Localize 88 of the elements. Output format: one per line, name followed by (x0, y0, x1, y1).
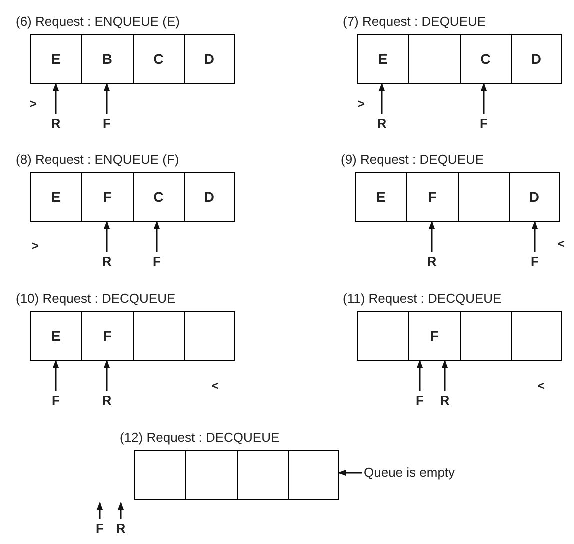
pointer-label: R (116, 521, 126, 535)
cell-letter: F (428, 188, 437, 206)
arrow (417, 360, 423, 391)
cell-letter: C (480, 50, 491, 68)
cell-letter: B (102, 50, 112, 68)
queue-cell (508, 172, 560, 222)
queue-cell (460, 34, 511, 84)
pointer-label: F (415, 393, 425, 407)
request-heading: (6) Request : ENQUEUE (E) (16, 13, 180, 31)
queue-cell (132, 311, 184, 361)
arrow (442, 360, 448, 391)
pointer-label: F (95, 521, 105, 535)
cell-letter: D (529, 188, 540, 206)
pointer-label: F (51, 393, 61, 407)
arrow (481, 83, 487, 114)
pointer-label: F (479, 116, 489, 130)
queue-cell (81, 311, 132, 361)
queue-cell (357, 34, 408, 84)
arrow (429, 221, 435, 252)
cell-letter: C (154, 188, 164, 206)
cell-letter: D (204, 50, 214, 68)
cell-letter: D (204, 188, 214, 206)
arrow (104, 83, 110, 114)
request-heading: (10) Request : DECQUEUE (16, 290, 176, 308)
queue-cell (185, 450, 236, 500)
cell-letter: E (51, 50, 61, 68)
pointer-label: R (51, 116, 61, 130)
pointer-label: F (102, 116, 112, 130)
pointer-label: R (427, 254, 437, 268)
arrow (532, 221, 538, 252)
request-heading: (9) Request : DEQUEUE (341, 151, 484, 169)
queue-cell (408, 34, 460, 84)
arrow (338, 470, 362, 476)
arrow (53, 83, 59, 114)
arrow (379, 83, 385, 114)
cell-letter: F (103, 188, 112, 206)
queue-cell (510, 34, 562, 84)
queue-cell (184, 311, 235, 361)
queue-cell (357, 311, 408, 361)
request-heading: (8) Request : ENQUEUE (F) (16, 151, 180, 169)
cell-letter: F (103, 326, 112, 346)
arrow (104, 221, 110, 252)
cell-letter: E (376, 188, 386, 206)
direction-mark: < (212, 380, 220, 392)
queue-cell (408, 311, 460, 361)
request-heading: (11) Request : DECQUEUE (343, 290, 502, 308)
direction-mark: > (32, 240, 40, 252)
cell-letter: E (51, 188, 61, 206)
pointer-label: R (377, 116, 387, 130)
queue-cell (30, 311, 82, 361)
arrow (118, 502, 124, 519)
direction-mark: < (558, 238, 566, 250)
queue-cell (81, 34, 132, 84)
cell-letter: E (378, 50, 388, 68)
queue-cell (132, 34, 184, 84)
queue-cell (184, 172, 235, 222)
direction-mark: < (538, 380, 546, 392)
pointer-label: R (102, 254, 112, 268)
direction-mark: > (30, 98, 38, 110)
request-heading: (12) Request : DECQUEUE (120, 429, 280, 447)
queue-cell (184, 34, 235, 84)
queue-cell (30, 34, 82, 84)
queue-cell (460, 311, 511, 361)
queue-cell (236, 450, 288, 500)
arrow (53, 360, 59, 391)
cell-letter: C (154, 50, 164, 68)
arrow (154, 221, 160, 252)
cell-letter: D (531, 50, 542, 68)
request-heading: (7) Request : DEQUEUE (343, 13, 486, 31)
pointer-label: F (152, 254, 162, 268)
pointer-label: F (530, 254, 540, 268)
cell-letter: F (430, 326, 439, 346)
queue-cell (406, 172, 458, 222)
arrow (97, 502, 103, 519)
queue-cell (458, 172, 509, 222)
direction-mark: > (358, 98, 366, 110)
pointer-label: R (440, 393, 450, 407)
queue-cell (132, 172, 184, 222)
arrow (104, 360, 110, 391)
queue-cell (134, 450, 186, 500)
queue-cell (510, 311, 562, 361)
queue-cell (30, 172, 82, 222)
queue-cell (355, 172, 406, 222)
note-text: Queue is empty (364, 465, 456, 481)
queue-cell (81, 172, 132, 222)
cell-letter: E (51, 326, 61, 346)
pointer-label: R (102, 393, 112, 407)
queue-cell (288, 450, 339, 500)
